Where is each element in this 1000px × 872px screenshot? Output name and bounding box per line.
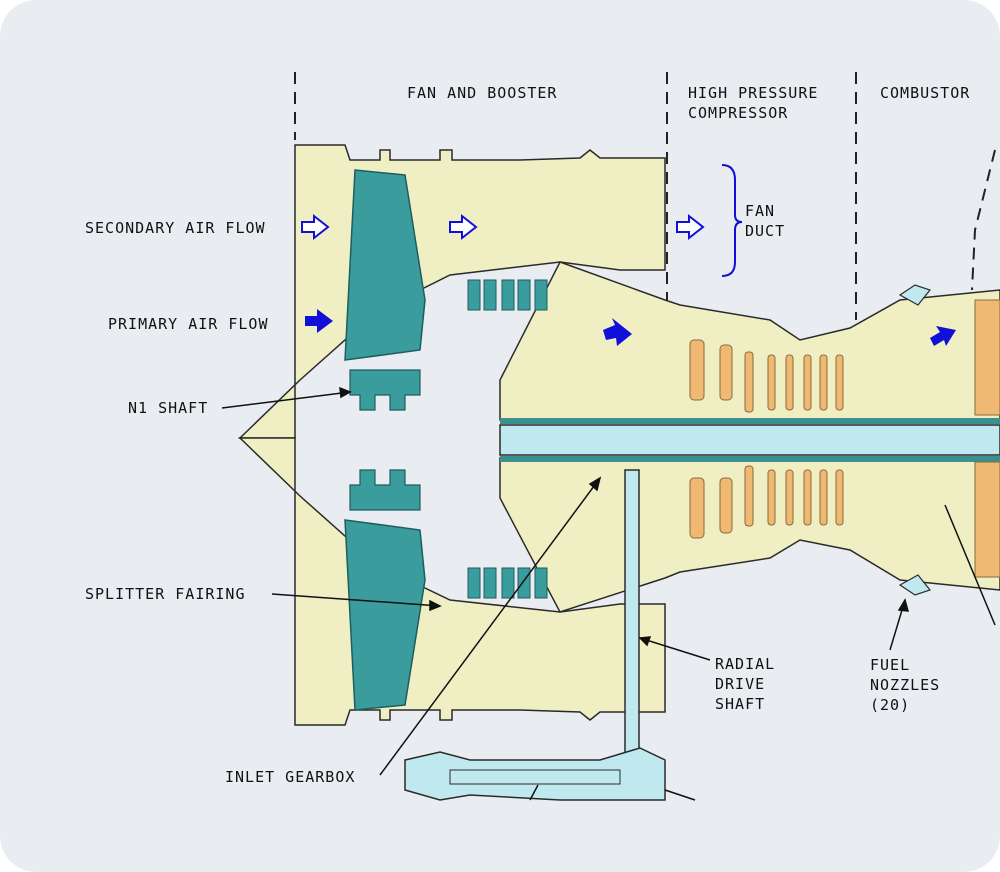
primary-flow-arrows — [305, 309, 956, 346]
shaft-sleeve — [500, 456, 1000, 462]
label-radial-drive-shaft-line3: SHAFT — [715, 695, 765, 713]
label-fuel-nozzles-line2: NOZZLES — [870, 676, 940, 694]
label-n1-shaft: N1 SHAFT — [128, 399, 208, 417]
label-splitter-fairing: SPLITTER FAIRING — [85, 585, 246, 603]
fan-disk — [349, 369, 421, 511]
n1-shaft-body — [499, 424, 1000, 456]
label-radial-drive-shaft-line2: DRIVE — [715, 675, 765, 693]
section-divider — [971, 149, 996, 291]
label-radial-drive-shaft-line1: RADIAL — [715, 655, 775, 673]
label-fuel-nozzles-line1: FUEL — [870, 656, 910, 674]
secondary-flow-arrows — [301, 213, 705, 241]
hpc-blades — [689, 299, 1000, 578]
label-secondary-air-flow: SECONDARY AIR FLOW — [85, 219, 266, 237]
leader-lines — [221, 386, 996, 801]
section-label-hpc-line1: HIGH PRESSURE — [688, 84, 818, 102]
fan-duct-brace — [721, 164, 743, 277]
label-fuel-nozzles-line3: (20) — [870, 696, 910, 714]
gearbox-shaft — [449, 769, 621, 785]
booster-blades — [467, 279, 548, 599]
section-label-hpc-line2: COMPRESSOR — [688, 104, 788, 122]
shaft-sleeve — [500, 418, 1000, 424]
fuel-nozzles — [898, 284, 932, 596]
section-label-combustor: COMBUSTOR — [880, 84, 970, 102]
label-inlet-gearbox: INLET GEARBOX — [225, 768, 355, 786]
fan-blade-lower — [344, 519, 426, 711]
label-primary-air-flow: PRIMARY AIR FLOW — [108, 315, 269, 333]
radial-drive-shaft — [624, 469, 640, 771]
fan-blade-upper — [344, 169, 426, 361]
label-fan-duct-line1: FAN — [745, 202, 775, 220]
label-fan-duct-line2: DUCT — [745, 222, 785, 240]
section-label-fan-booster: FAN AND BOOSTER — [407, 84, 557, 102]
